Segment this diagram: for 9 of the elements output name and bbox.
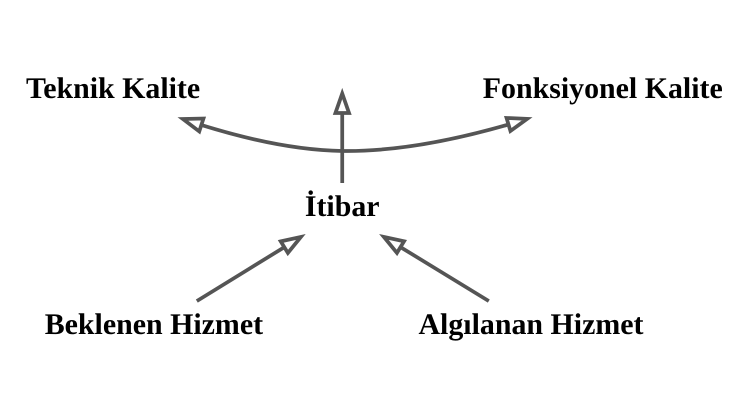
arrow: [379, 234, 490, 302]
node-text: Algılanan Hizmet: [418, 308, 644, 341]
node-text: Beklenen Hizmet: [44, 308, 264, 341]
node-text: Teknik Kalite: [26, 71, 200, 104]
arrow: [332, 87, 352, 182]
arrow: [196, 234, 306, 302]
arrow: [178, 116, 533, 152]
node-text: Fonksiyonel Kalite: [482, 71, 723, 104]
node-text: İtibar: [304, 189, 380, 222]
